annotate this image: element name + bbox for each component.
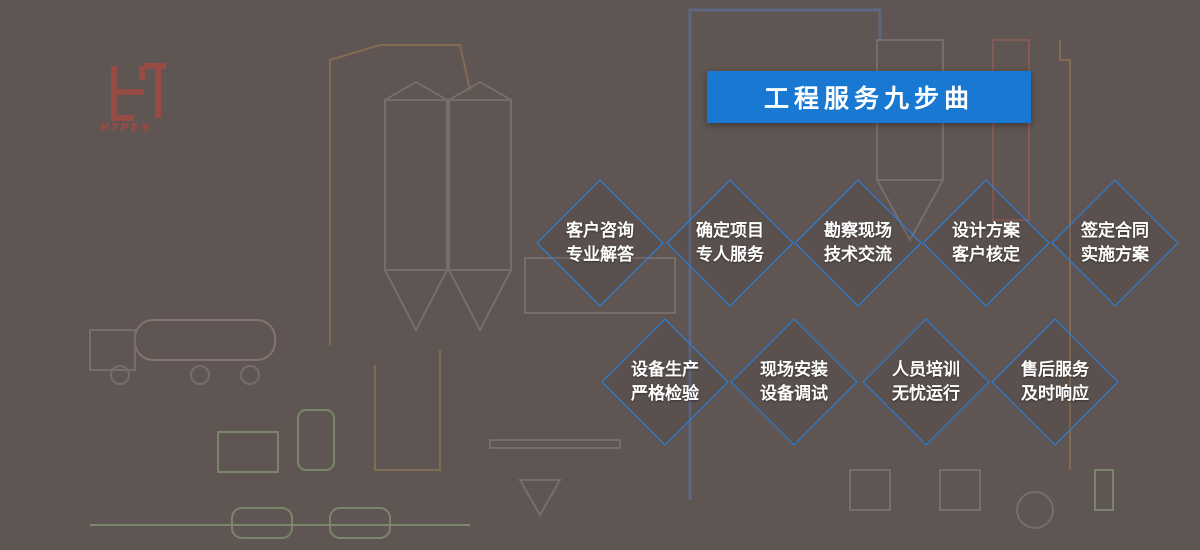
step-card-4: 设计方案 客户核定 bbox=[921, 178, 1051, 308]
step-line2: 实施方案 bbox=[1081, 245, 1149, 265]
step-line2: 设备调试 bbox=[760, 384, 828, 404]
step-line1: 人员培训 bbox=[892, 360, 960, 380]
step-line1: 设计方案 bbox=[952, 221, 1020, 241]
step-card-6: 设备生产 严格检验 bbox=[600, 317, 730, 447]
step-card-2: 确定项目 专人服务 bbox=[665, 178, 795, 308]
step-line1: 现场安装 bbox=[760, 360, 828, 380]
step-card-5: 签定合同 实施方案 bbox=[1050, 178, 1180, 308]
step-line1: 设备生产 bbox=[631, 360, 699, 380]
logo-wordmark: HTPE® bbox=[100, 121, 154, 134]
htpe-logo bbox=[111, 63, 166, 121]
step-line1: 勘察现场 bbox=[824, 221, 892, 241]
step-line1: 确定项目 bbox=[696, 221, 764, 241]
step-line2: 专人服务 bbox=[696, 245, 764, 265]
page-title: 工程服务九步曲 bbox=[707, 71, 1031, 123]
step-line2: 客户核定 bbox=[952, 245, 1020, 265]
step-card-3: 勘察现场 技术交流 bbox=[793, 178, 923, 308]
step-line2: 无忧运行 bbox=[892, 384, 960, 404]
step-line1: 签定合同 bbox=[1081, 221, 1149, 241]
step-line1: 客户咨询 bbox=[566, 221, 634, 241]
step-line2: 及时响应 bbox=[1021, 384, 1089, 404]
step-card-1: 客户咨询 专业解答 bbox=[535, 178, 665, 308]
step-card-9: 售后服务 及时响应 bbox=[990, 317, 1120, 447]
step-card-7: 现场安装 设备调试 bbox=[729, 317, 859, 447]
step-line2: 技术交流 bbox=[824, 245, 892, 265]
step-line2: 严格检验 bbox=[631, 384, 699, 404]
step-line1: 售后服务 bbox=[1021, 360, 1089, 380]
step-line2: 专业解答 bbox=[566, 245, 634, 265]
step-card-8: 人员培训 无忧运行 bbox=[861, 317, 991, 447]
